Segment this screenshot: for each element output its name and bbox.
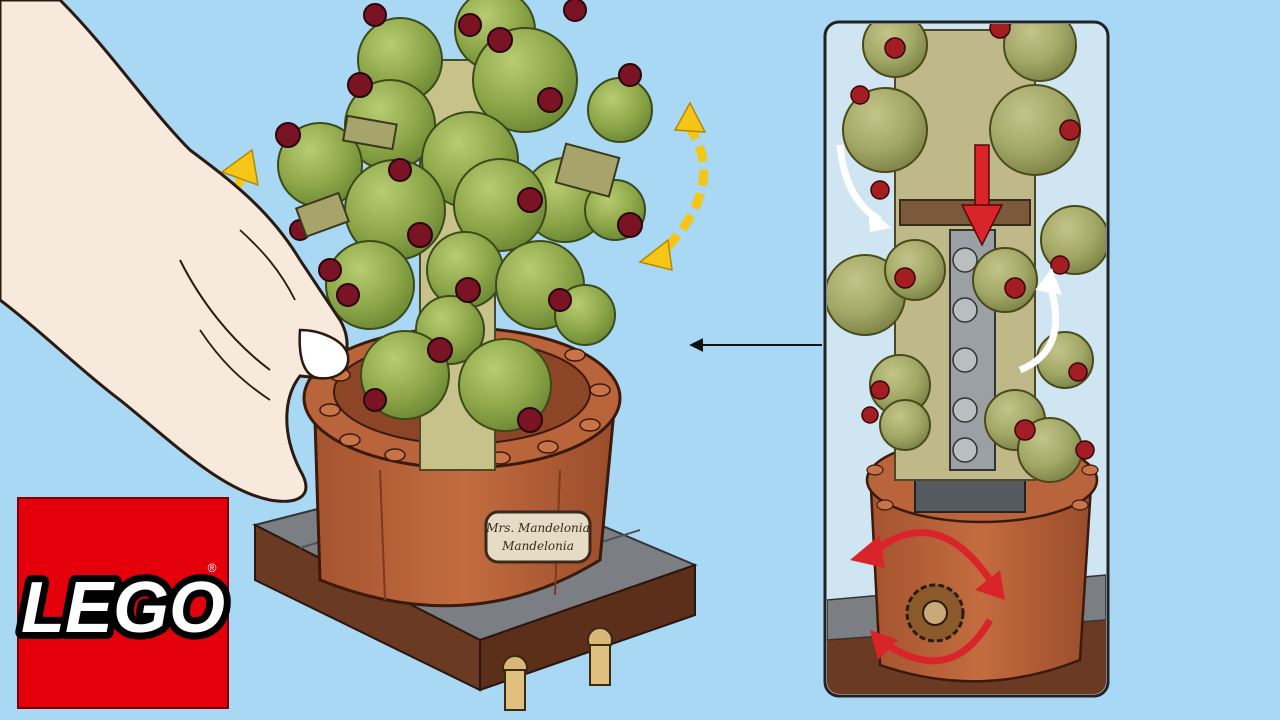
- trademark-symbol: ®: [208, 561, 217, 575]
- lego-logo-text: LEGO: [21, 568, 225, 648]
- inset-panel: [823, 20, 1110, 698]
- plant-brackets: [294, 114, 621, 238]
- hand: [0, 0, 350, 503]
- lego-logo: LEGO ®: [14, 497, 232, 709]
- pot-label: Mrs. Mandelonia Mandelonia: [484, 510, 592, 564]
- rotate-arrows-right: [656, 122, 709, 259]
- pot-label-line1: Mrs. Mandelonia: [485, 521, 590, 535]
- rotate-arrow-red: [867, 529, 994, 665]
- arrow-heads-right: [638, 101, 707, 271]
- pot-label-line2: Mandelonia: [501, 539, 574, 553]
- down-arrow: [960, 144, 1004, 247]
